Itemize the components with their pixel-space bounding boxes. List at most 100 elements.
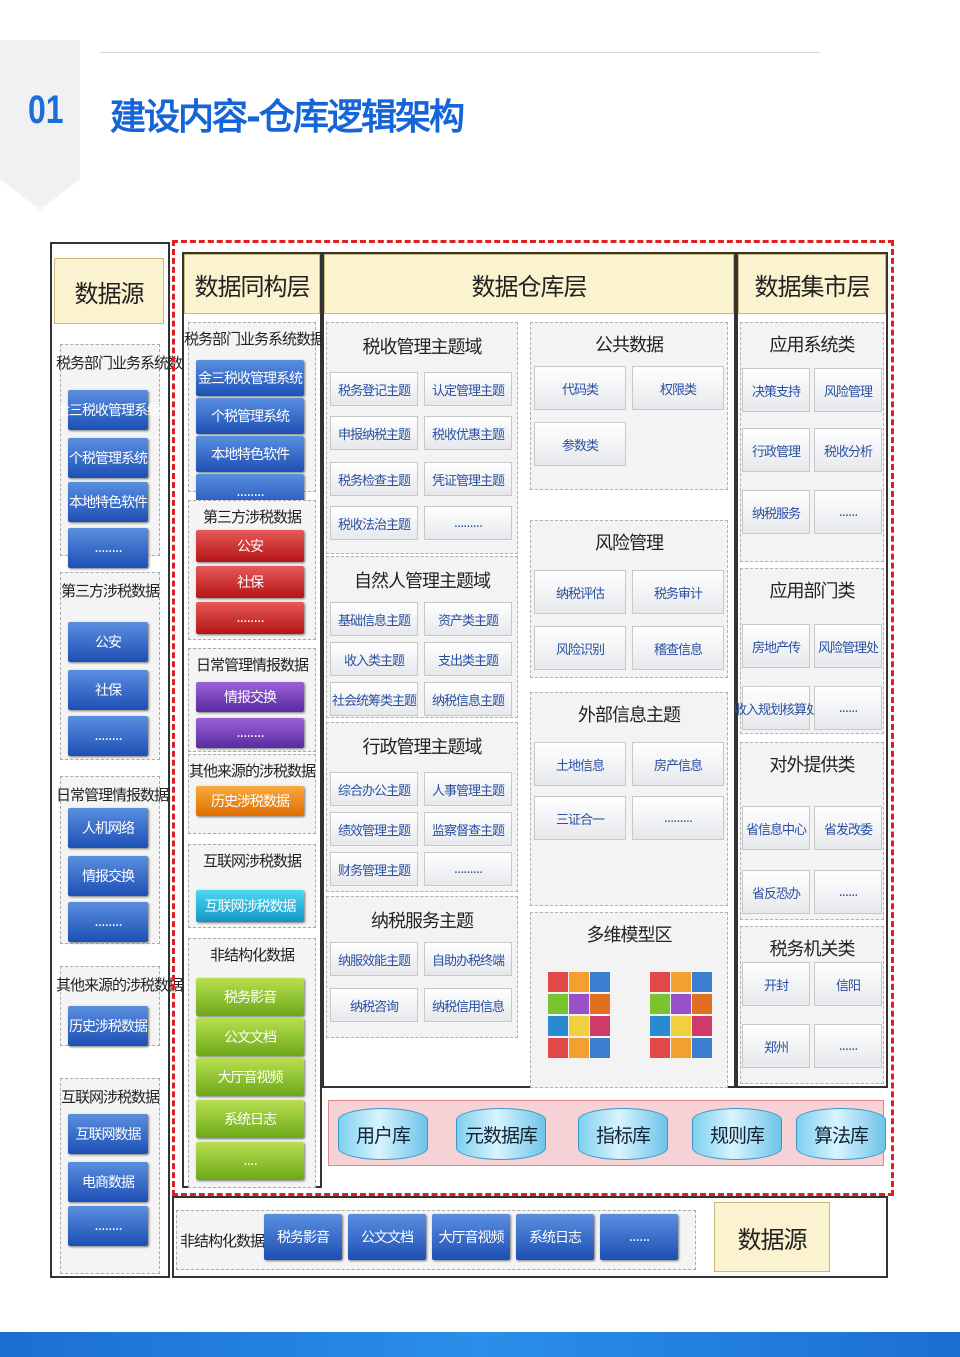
mart-item: 行政管理 <box>742 428 810 472</box>
source-item: ........ <box>68 528 148 568</box>
mart-item: 开封 <box>742 962 810 1006</box>
cube-cell <box>548 1038 568 1058</box>
topic-item: 纳税评估 <box>534 570 626 614</box>
source-group-label: 税务部门业务系统数据 <box>56 354 197 372</box>
source-item: 本地特色软件 <box>68 482 148 522</box>
mart-item: 郑州 <box>742 1024 810 1068</box>
topic-item: 土地信息 <box>534 742 626 786</box>
cube-cell <box>548 1016 568 1036</box>
topic-item: 纳税信用信息 <box>424 988 512 1022</box>
section-title: 公共数据 <box>595 335 664 356</box>
bottom-unstructured-label: 非结构化数据 <box>180 1232 265 1250</box>
homo-item: 互联网涉税数据 <box>196 890 304 922</box>
topic-item: 纳服效能主题 <box>330 942 418 976</box>
page-title: 建设内容-仓库逻辑架构 <box>110 97 465 138</box>
mart-group-title: 对外提供类 <box>769 755 856 776</box>
homo-item: 税务影音 <box>196 978 304 1016</box>
homo-item: 情报交换 <box>196 682 304 712</box>
cube-cell <box>671 972 691 992</box>
section-tag <box>0 40 80 210</box>
source-group-label: 第三方涉税数据 <box>60 582 160 600</box>
topic-item: 基础信息主题 <box>330 602 418 636</box>
homo-group-label: 其他来源的涉税数据 <box>188 762 316 780</box>
mart-item: 风险管理处 <box>814 624 882 668</box>
topic-item: 税收法治主题 <box>330 506 418 540</box>
topic-item: 综合办公主题 <box>330 772 418 806</box>
title-rule <box>100 52 820 53</box>
cube-cell <box>650 994 670 1014</box>
topic-item: 人事管理主题 <box>424 772 512 806</box>
cube-cell <box>692 972 712 992</box>
topic-item: 风险识别 <box>534 626 626 670</box>
source-item: 个税管理系统 <box>68 438 148 478</box>
warehouse-header: 数据仓库层 <box>324 254 734 314</box>
cube-cell <box>692 994 712 1014</box>
topic-item: 认定管理主题 <box>424 372 512 406</box>
source-item: 电商数据 <box>68 1162 148 1202</box>
section-title: 行政管理主题域 <box>362 737 483 758</box>
mart-item: 省信息中心 <box>742 806 810 850</box>
bottom-source-box: 数据源 <box>714 1202 830 1272</box>
homo-group-label: 第三方涉税数据 <box>202 508 302 526</box>
cube-cell <box>569 1016 589 1036</box>
mart-item: ...... <box>814 686 882 730</box>
cube-icon <box>650 972 714 1064</box>
mart-item: 决策支持 <box>742 368 810 412</box>
source-item: 社保 <box>68 670 148 710</box>
homo-group-label: 互联网涉税数据 <box>202 852 302 870</box>
cube-cell <box>692 1038 712 1058</box>
mart-item: ...... <box>814 1024 882 1068</box>
homo-item: 公安 <box>196 530 304 562</box>
mart-item: 信阳 <box>814 962 882 1006</box>
cube-cell <box>692 1016 712 1036</box>
topic-item: 自助办税终端 <box>424 942 512 976</box>
source-item: 历史涉税数据 <box>68 1006 148 1046</box>
section-title: 多维模型区 <box>586 925 673 946</box>
footer-bar <box>0 1332 960 1357</box>
homo-group-label: 日常管理情报数据 <box>195 656 309 674</box>
cube-cell <box>650 1016 670 1036</box>
bottom-item: 大厅音视频 <box>432 1214 510 1260</box>
warehouse-frame <box>172 240 894 1196</box>
section-title: 风险管理 <box>595 533 664 554</box>
cube-cell <box>590 1016 610 1036</box>
bottom-item: ...... <box>600 1214 678 1260</box>
homo-item: 历史涉税数据 <box>196 786 304 816</box>
source-item: 互联网数据 <box>68 1114 148 1154</box>
library-cylinder: 用户库 <box>338 1108 428 1160</box>
topic-item: 权限类 <box>632 366 724 410</box>
library-cylinder: 指标库 <box>578 1108 668 1160</box>
homo-item: 金三税收管理系统 <box>196 360 304 396</box>
section-title: 外部信息主题 <box>578 705 681 726</box>
bottom-item: 系统日志 <box>516 1214 594 1260</box>
source-header: 数据源 <box>54 258 164 324</box>
cube-cell <box>548 972 568 992</box>
topic-item: 税务检查主题 <box>330 462 418 496</box>
homo-item: .... <box>196 1142 304 1180</box>
homo-item: ........ <box>196 718 304 748</box>
cube-cell <box>548 994 568 1014</box>
topic-item: ......... <box>424 852 512 886</box>
mart-group-title: 应用部门类 <box>769 581 856 602</box>
topic-item: 财务管理主题 <box>330 852 418 886</box>
topic-item: 监察督查主题 <box>424 812 512 846</box>
bottom-item: 税务影音 <box>264 1214 342 1260</box>
section-title: 纳税服务主题 <box>371 911 474 932</box>
topic-item: 稽查信息 <box>632 626 724 670</box>
homo-group-label: 非结构化数据 <box>209 946 295 964</box>
homo-item: 公文文档 <box>196 1018 304 1056</box>
topic-item: 收入类主题 <box>330 642 418 676</box>
library-cylinder: 算法库 <box>796 1108 886 1160</box>
topic-item: 申报纳税主题 <box>330 416 418 450</box>
bottom-item: 公文文档 <box>348 1214 426 1260</box>
source-item: 情报交换 <box>68 856 148 896</box>
topic-item: 支出类主题 <box>424 642 512 676</box>
topic-item: 房产信息 <box>632 742 724 786</box>
source-item: ........ <box>68 716 148 756</box>
mart-header: 数据集市层 <box>738 254 886 314</box>
cube-cell <box>650 972 670 992</box>
topic-item: 参数类 <box>534 422 626 466</box>
cube-icon <box>548 972 612 1064</box>
mart-item: 风险管理 <box>814 368 882 412</box>
topic-item: ......... <box>632 796 724 840</box>
